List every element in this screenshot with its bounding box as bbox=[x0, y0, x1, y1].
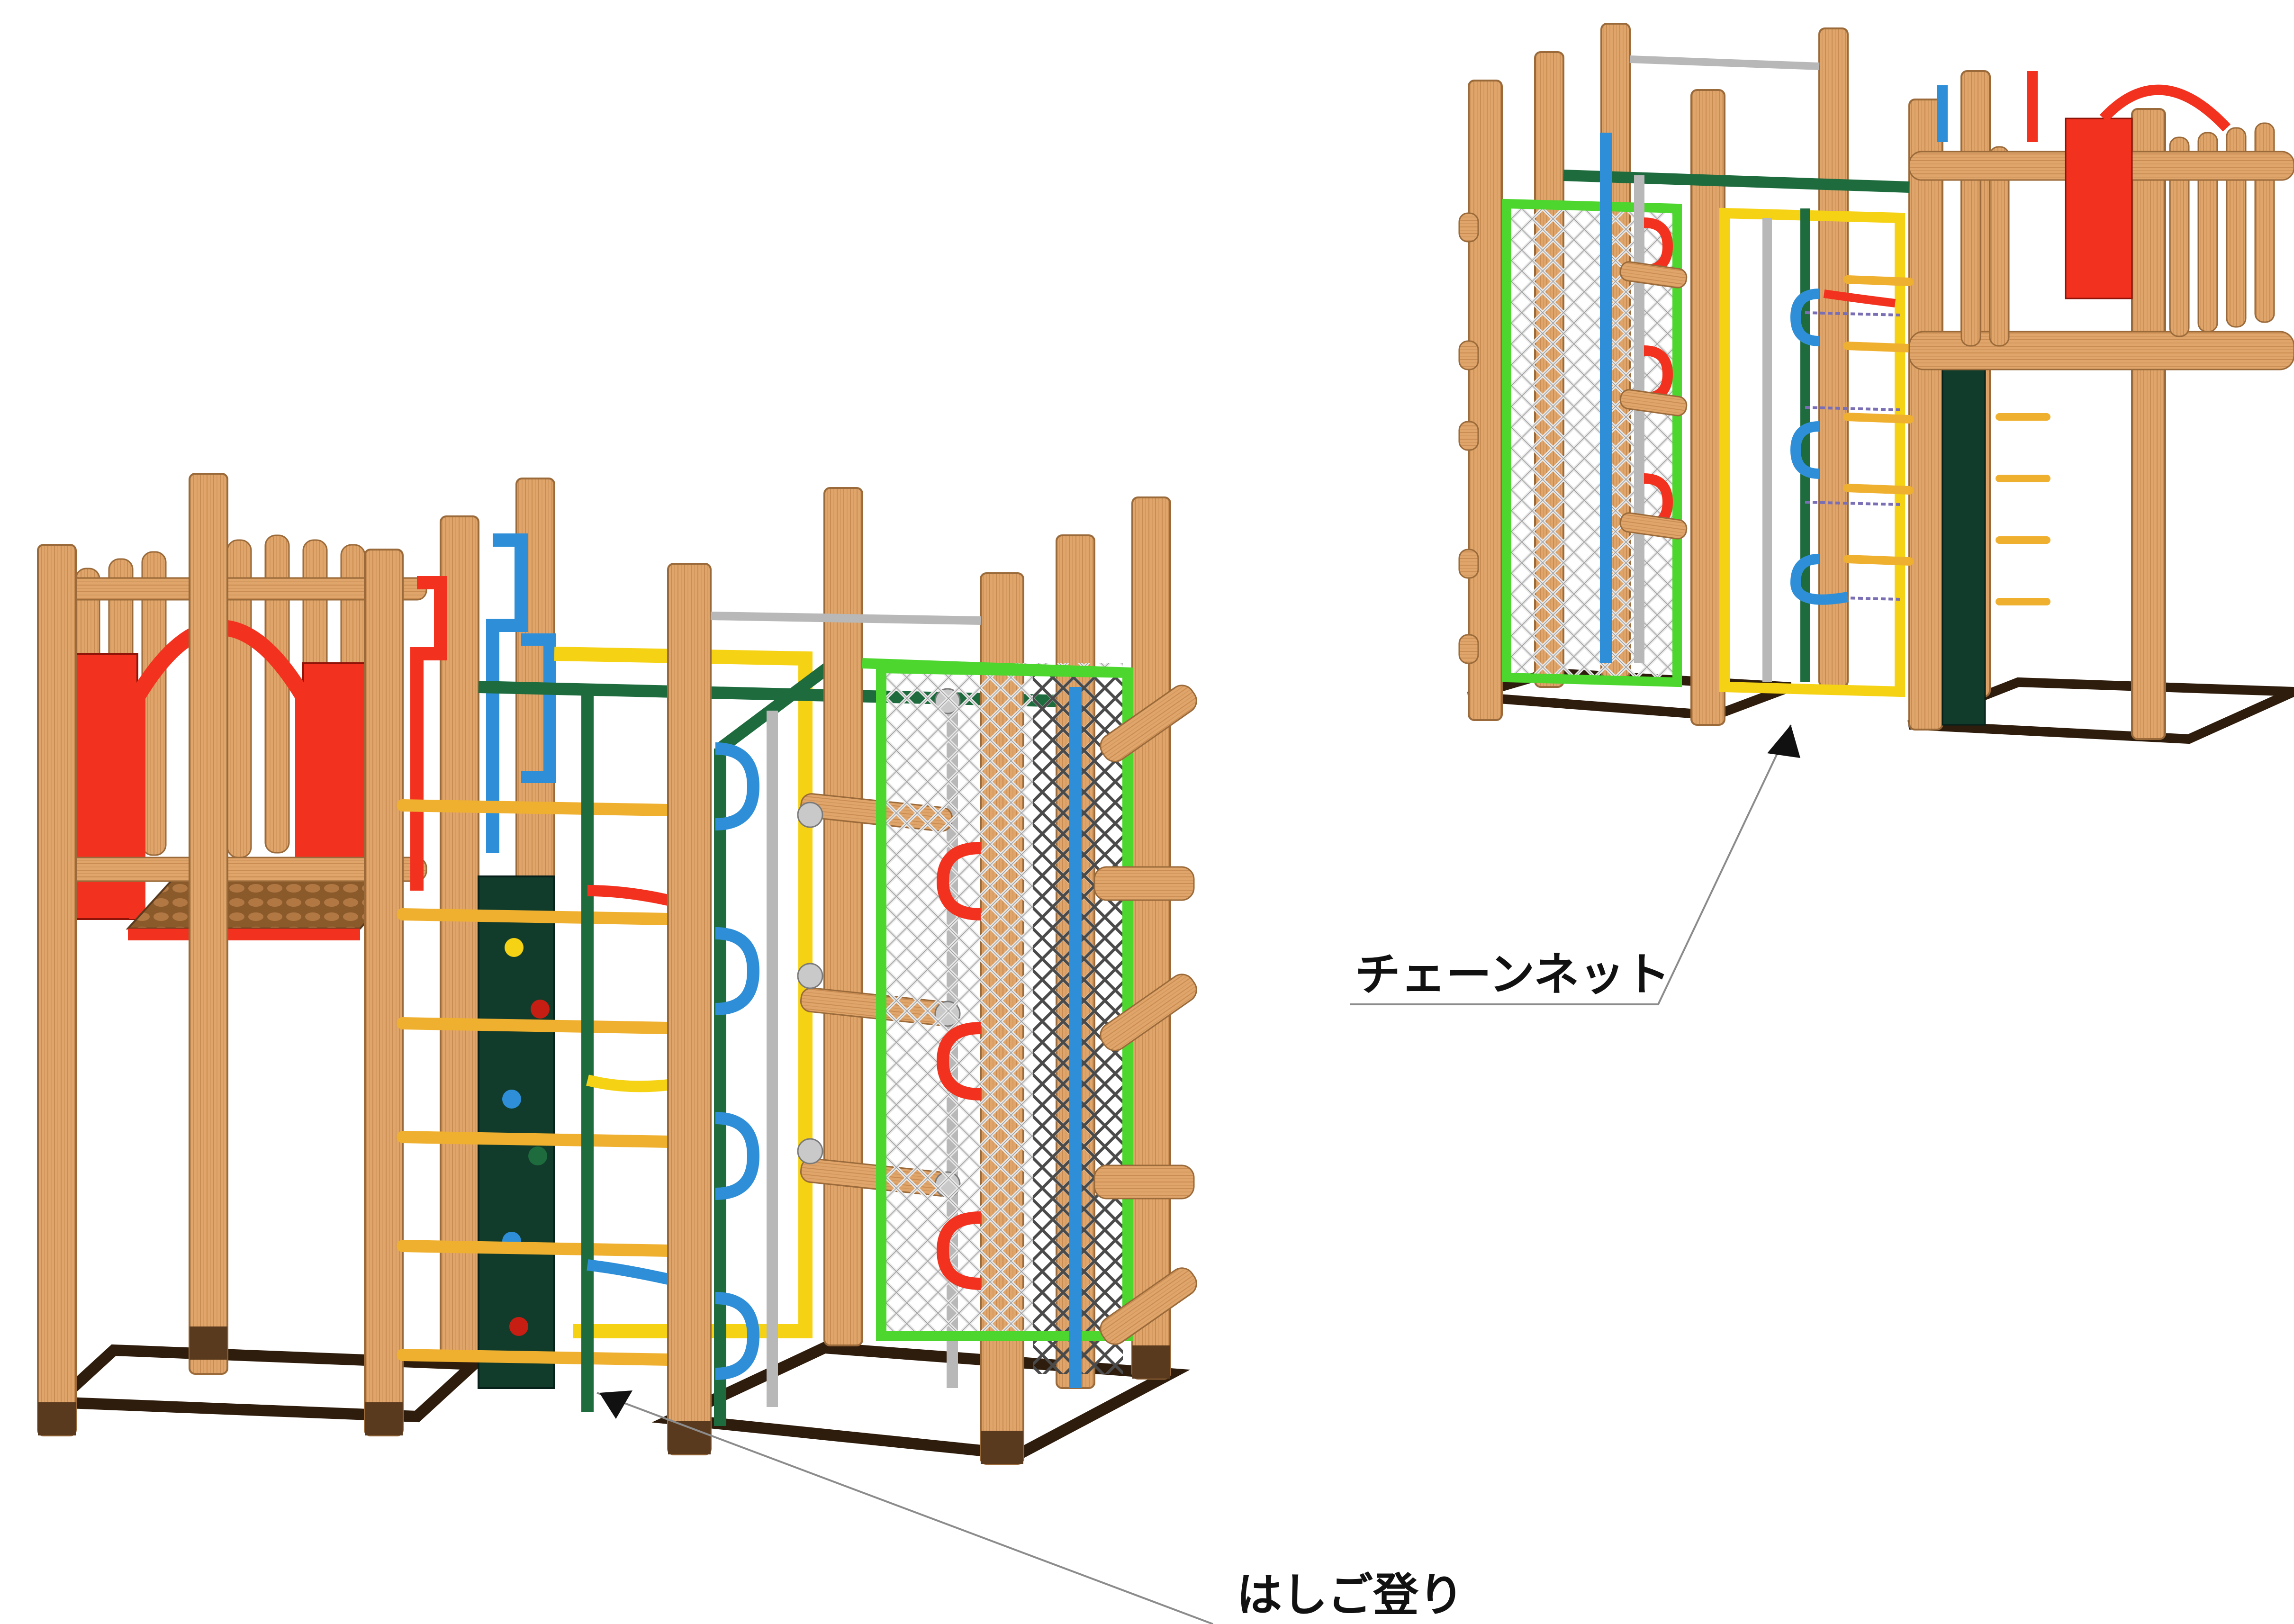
callout-chain-net: チェーンネット bbox=[1350, 724, 1800, 1005]
floor-edge bbox=[128, 929, 360, 940]
blue-rung bbox=[587, 1259, 669, 1285]
red-rung bbox=[587, 885, 669, 906]
right-post-bumps bbox=[1458, 212, 1479, 664]
red-rung bbox=[1823, 289, 1896, 307]
grey-top-bar bbox=[710, 612, 981, 625]
side-steps bbox=[1093, 685, 1197, 1345]
green-bar bbox=[1563, 170, 1910, 193]
platform-ladder bbox=[1996, 413, 2050, 605]
label-chain-net: チェーンネット bbox=[1355, 948, 1670, 1001]
post-feet bbox=[38, 1326, 403, 1435]
red-arch bbox=[2099, 84, 2231, 132]
red-handrail bbox=[410, 576, 447, 891]
label-ladder-climb: はしご登り bbox=[1237, 1569, 1464, 1622]
green-top-rail bbox=[862, 658, 1133, 678]
post bbox=[364, 549, 404, 1436]
red-u-handles bbox=[936, 842, 981, 1290]
climbing-wall bbox=[1942, 369, 1986, 726]
platform-house bbox=[37, 534, 427, 940]
leader-line bbox=[1350, 724, 1792, 1005]
arrowhead bbox=[599, 1390, 632, 1419]
leader-line bbox=[596, 1392, 1213, 1624]
red-panel bbox=[2065, 117, 2133, 299]
right-structure bbox=[1458, 23, 2294, 744]
callout-ladder-climb: はしご登り bbox=[596, 1390, 1464, 1624]
left-structure bbox=[37, 473, 1197, 1465]
post bbox=[37, 544, 77, 1436]
blue-grab-bar bbox=[521, 633, 556, 783]
orange-ladder bbox=[397, 799, 674, 1366]
orange-ladder bbox=[1843, 275, 1914, 566]
blue-handrail bbox=[486, 533, 528, 853]
post bbox=[189, 473, 228, 1375]
blue-u-handles bbox=[715, 742, 760, 1380]
arrowhead bbox=[1767, 725, 1800, 758]
right-platform bbox=[1908, 71, 2294, 726]
center-post-feet bbox=[668, 1345, 1170, 1464]
wooden-rungs bbox=[1619, 261, 1688, 540]
blue-u-handles bbox=[1790, 289, 1849, 605]
yellow-frame bbox=[1719, 208, 1905, 697]
yellow-rung bbox=[586, 1074, 669, 1092]
grey-top-bar bbox=[1629, 55, 1820, 70]
green-net-frame bbox=[1502, 198, 1682, 687]
